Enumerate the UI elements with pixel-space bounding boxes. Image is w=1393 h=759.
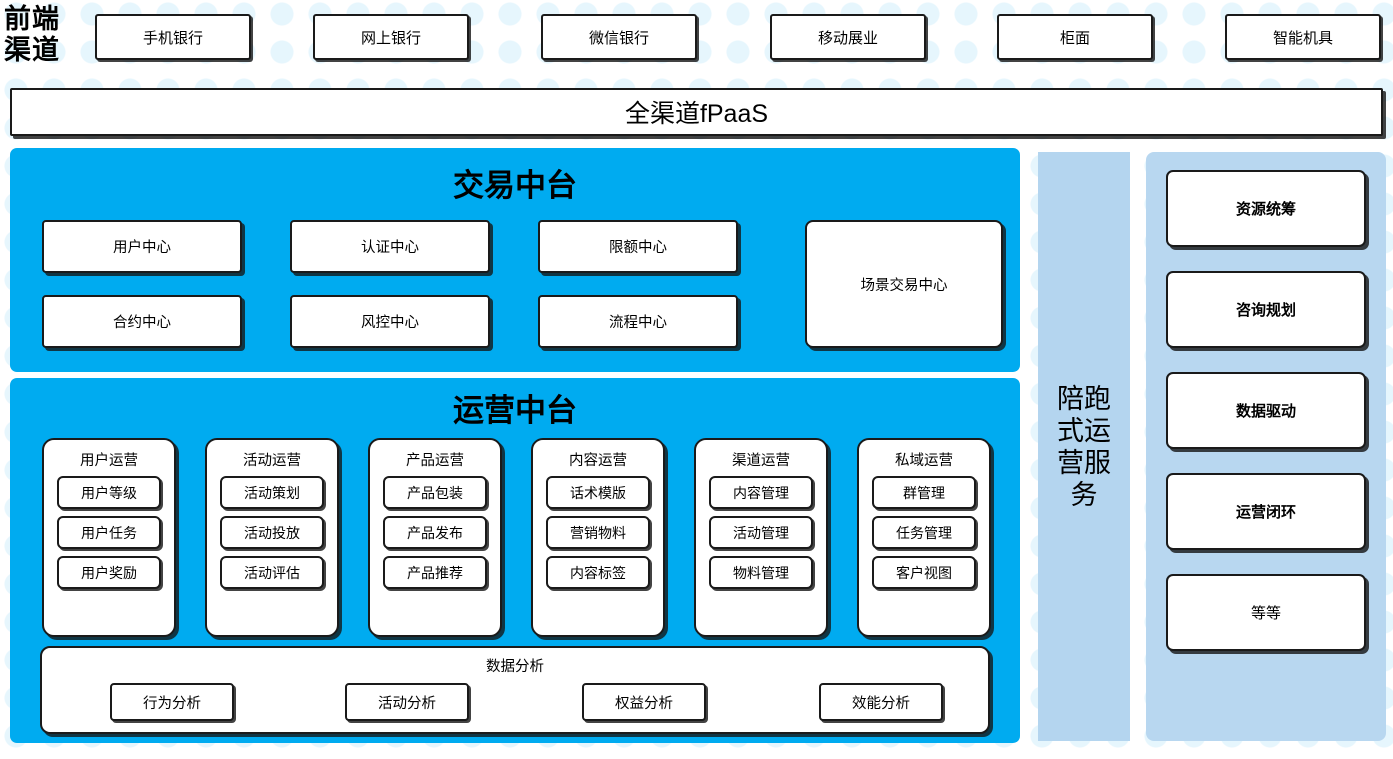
capability-item-closed-loop[interactable]: 运营闭环 <box>1166 473 1366 550</box>
ops-item[interactable]: 用户奖励 <box>57 556 161 589</box>
ops-item[interactable]: 任务管理 <box>872 516 976 549</box>
capability-panel: 资源统筹 咨询规划 数据驱动 运营闭环 等等 <box>1146 152 1386 741</box>
ops-item[interactable]: 客户视图 <box>872 556 976 589</box>
ops-item[interactable]: 内容管理 <box>709 476 813 509</box>
ops-item[interactable]: 内容标签 <box>546 556 650 589</box>
ops-group-channel[interactable]: 渠道运营 内容管理 活动管理 物料管理 <box>694 438 828 637</box>
trade-platform-title: 交易中台 <box>453 168 577 203</box>
ops-group-user[interactable]: 用户运营 用户等级 用户任务 用户奖励 <box>42 438 176 637</box>
channel-box-smart-device[interactable]: 智能机具 <box>1225 14 1381 60</box>
data-analysis-panel: 数据分析 行为分析 活动分析 权益分析 效能分析 <box>40 646 990 734</box>
data-analysis-item-rights[interactable]: 权益分析 <box>582 683 706 721</box>
channel-box-mobile-bank[interactable]: 手机银行 <box>95 14 251 60</box>
service-column-label: 陪跑式运营服务 <box>1057 383 1111 510</box>
ops-group-title: 产品运营 <box>406 453 464 469</box>
data-analysis-item-campaign[interactable]: 活动分析 <box>345 683 469 721</box>
ops-item[interactable]: 活动投放 <box>220 516 324 549</box>
ops-item[interactable]: 产品发布 <box>383 516 487 549</box>
accompanying-operation-service-column: 陪跑式运营服务 <box>1038 152 1130 741</box>
ops-group-title: 私域运营 <box>895 453 953 469</box>
data-analysis-item-efficiency[interactable]: 效能分析 <box>819 683 943 721</box>
ops-group-product[interactable]: 产品运营 产品包装 产品发布 产品推荐 <box>368 438 502 637</box>
ops-item[interactable]: 活动管理 <box>709 516 813 549</box>
trade-platform-panel: 交易中台 用户中心 认证中心 限额中心 合约中心 风控中心 流程中心 场景交易中… <box>10 148 1020 372</box>
ops-item[interactable]: 物料管理 <box>709 556 813 589</box>
trade-box-risk-center[interactable]: 风控中心 <box>290 295 490 348</box>
channel-box-counter[interactable]: 柜面 <box>997 14 1153 60</box>
ops-group-campaign[interactable]: 活动运营 活动策划 活动投放 活动评估 <box>205 438 339 637</box>
capability-item-consulting[interactable]: 咨询规划 <box>1166 271 1366 348</box>
data-analysis-item-behavior[interactable]: 行为分析 <box>110 683 234 721</box>
capability-item-etc[interactable]: 等等 <box>1166 574 1366 651</box>
ops-item[interactable]: 产品推荐 <box>383 556 487 589</box>
ops-group-title: 用户运营 <box>80 453 138 469</box>
channel-box-wechat-bank[interactable]: 微信银行 <box>541 14 697 60</box>
ops-platform-title: 运营中台 <box>453 393 577 428</box>
trade-box-scene-transaction-center[interactable]: 场景交易中心 <box>805 220 1003 348</box>
ops-item[interactable]: 活动策划 <box>220 476 324 509</box>
ops-group-private-domain[interactable]: 私域运营 群管理 任务管理 客户视图 <box>857 438 991 637</box>
front-channel-label-line1: 前端 <box>4 4 60 34</box>
ops-item[interactable]: 群管理 <box>872 476 976 509</box>
channel-box-mobile-biz[interactable]: 移动展业 <box>770 14 926 60</box>
channel-box-online-bank[interactable]: 网上银行 <box>313 14 469 60</box>
ops-item[interactable]: 产品包装 <box>383 476 487 509</box>
ops-item[interactable]: 用户任务 <box>57 516 161 549</box>
ops-group-title: 渠道运营 <box>732 453 790 469</box>
data-analysis-title: 数据分析 <box>486 659 544 675</box>
ops-item[interactable]: 营销物料 <box>546 516 650 549</box>
ops-item[interactable]: 用户等级 <box>57 476 161 509</box>
front-channel-label: 前端 渠道 <box>4 4 88 66</box>
trade-box-user-center[interactable]: 用户中心 <box>42 220 242 273</box>
front-channel-label-line2: 渠道 <box>4 35 60 65</box>
ops-group-content[interactable]: 内容运营 话术模版 营销物料 内容标签 <box>531 438 665 637</box>
trade-box-process-center[interactable]: 流程中心 <box>538 295 738 348</box>
capability-item-resource[interactable]: 资源统筹 <box>1166 170 1366 247</box>
capability-item-data-driven[interactable]: 数据驱动 <box>1166 372 1366 449</box>
ops-item[interactable]: 话术模版 <box>546 476 650 509</box>
ops-item[interactable]: 活动评估 <box>220 556 324 589</box>
ops-group-title: 活动运营 <box>243 453 301 469</box>
ops-group-title: 内容运营 <box>569 453 627 469</box>
trade-box-auth-center[interactable]: 认证中心 <box>290 220 490 273</box>
fpaas-bar[interactable]: 全渠道fPaaS <box>10 88 1383 136</box>
trade-box-contract-center[interactable]: 合约中心 <box>42 295 242 348</box>
trade-box-limit-center[interactable]: 限额中心 <box>538 220 738 273</box>
